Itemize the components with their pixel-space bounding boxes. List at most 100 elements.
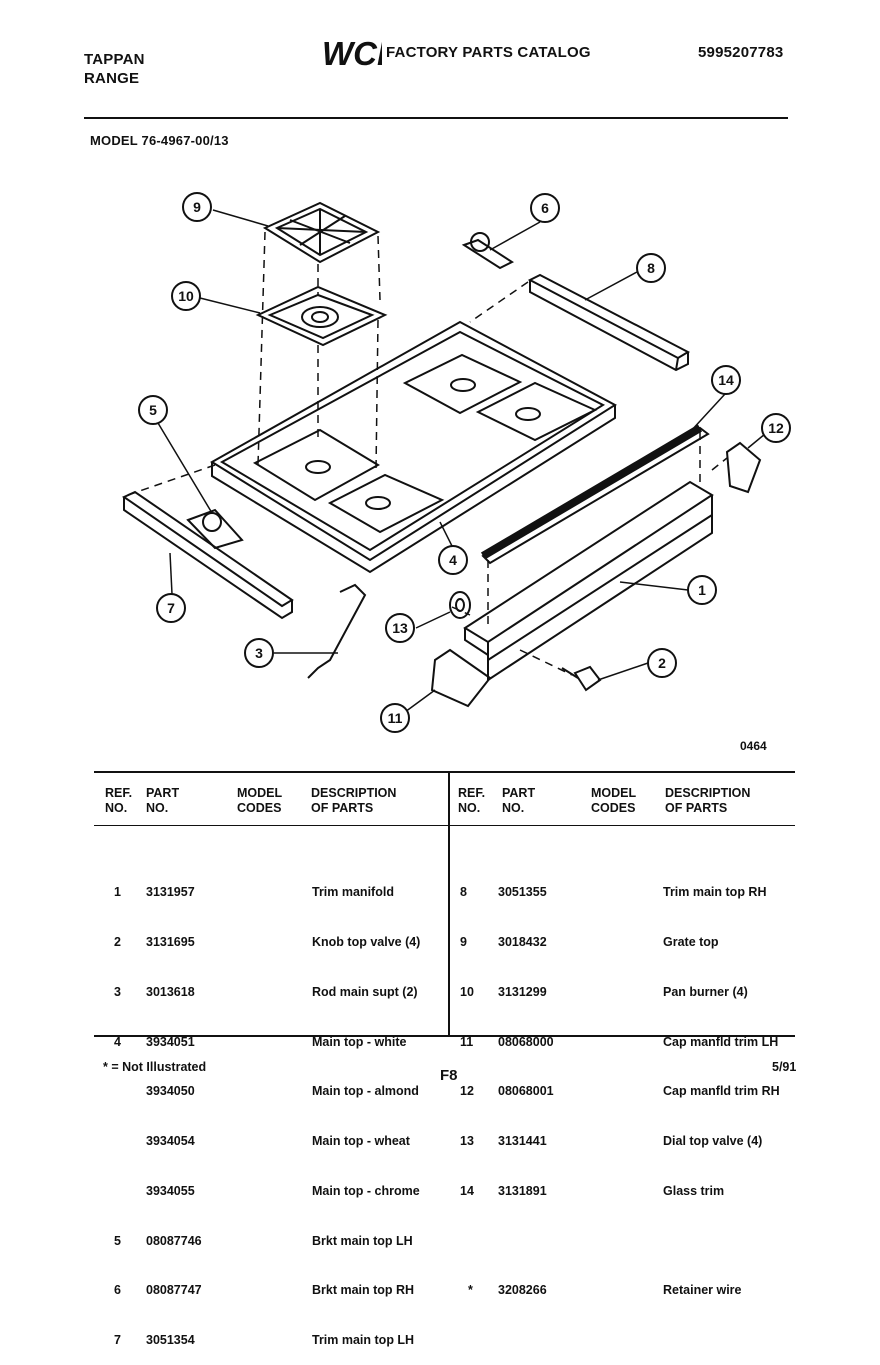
logo-text: WCI — [322, 36, 382, 70]
part-number: 3934054 — [146, 1134, 195, 1149]
bracket-main-top-rh-part — [461, 232, 515, 270]
table-header-rule — [94, 825, 795, 826]
right-description-column: Trim main top RH Grate top Pan burner (4… — [663, 851, 780, 1316]
part-number: 3131891 — [498, 1183, 547, 1198]
revision-date: 5/91 — [772, 1060, 797, 1074]
table-row: 2 — [114, 934, 121, 949]
part-number: 3051355 — [498, 885, 547, 900]
svg-text:12: 12 — [768, 420, 784, 436]
part-number: 08087746 — [146, 1233, 202, 1248]
not-illustrated-note: * = Not Illustrated — [103, 1060, 207, 1074]
callout-8 — [636, 253, 666, 283]
trim-main-top-rh-part — [527, 273, 691, 372]
table-top-rule — [94, 771, 795, 773]
svg-text:7: 7 — [167, 600, 175, 616]
left-description-column: Trim manifold Knob top valve (4) Rod mai… — [312, 851, 420, 1365]
part-description: Main top - wheat — [312, 1134, 410, 1149]
page-number: F8 — [440, 1067, 458, 1084]
dial-top-valve-part — [449, 591, 471, 619]
part-number: 08087747 — [146, 1283, 202, 1298]
header-ref-no: REF. NO. — [105, 786, 133, 815]
callout-2 — [647, 648, 677, 678]
figure-code: 0464 — [740, 739, 767, 753]
grate-top-part — [262, 201, 381, 264]
trim-main-top-lh-part — [121, 490, 294, 620]
table-row: 5 — [114, 1233, 121, 1248]
part-description: Trim manifold — [312, 885, 394, 900]
callout-13 — [385, 613, 415, 643]
part-description: Pan burner (4) — [663, 984, 748, 999]
trim-manifold-part — [463, 480, 714, 682]
header-description-right: DESCRIPTION OF PARTS — [665, 786, 751, 815]
table-row: 13 — [460, 1134, 474, 1149]
header-ref-no-right: REF. NO. — [458, 786, 486, 815]
part-description: Rod main supt (2) — [312, 984, 418, 999]
part-number: 3934051 — [146, 1034, 195, 1049]
part-description: Brkt main top RH — [312, 1283, 415, 1298]
cap-manifold-trim-rh-part — [725, 441, 762, 494]
catalog-title: FACTORY PARTS CATALOG — [386, 44, 591, 61]
table-row: * — [468, 1283, 473, 1298]
bracket-main-top-lh-part — [186, 508, 244, 550]
left-part-column: 3131957 3131695 3013618 3934051 3934050 … — [146, 851, 202, 1365]
callout-14 — [711, 365, 741, 395]
part-number: 3131695 — [146, 934, 195, 949]
part-description: Main top - chrome — [312, 1183, 420, 1198]
svg-text:9: 9 — [193, 199, 201, 215]
table-row: 1 — [114, 885, 121, 900]
part-number: 3013618 — [146, 984, 195, 999]
header-rule — [84, 117, 788, 119]
part-description: Main top - almond — [312, 1084, 419, 1099]
part-description: Grate top — [663, 934, 719, 949]
header-model-codes-right: MODEL CODES — [591, 786, 637, 815]
part-number: 3934055 — [146, 1183, 195, 1198]
header-part-no-right: PART NO. — [502, 786, 536, 815]
brand-block: TAPPAN RANGE — [84, 50, 145, 88]
table-row: 9 — [460, 934, 467, 949]
table-row — [114, 1133, 121, 1150]
svg-text:6: 6 — [541, 200, 549, 216]
svg-text:3: 3 — [255, 645, 263, 661]
knob-top-valve-part — [561, 665, 602, 692]
rod-main-support-part — [307, 583, 367, 679]
right-part-column: 3051355 3018432 3131299 08068000 0806800… — [498, 851, 554, 1316]
part-description: Trim main top LH — [312, 1333, 415, 1348]
part-number: 3934050 — [146, 1084, 195, 1099]
part-description: Glass trim — [663, 1183, 725, 1198]
cap-manifold-trim-lh-part — [430, 648, 492, 708]
callout-10 — [171, 281, 201, 311]
wci-logo: WCI — [320, 35, 387, 72]
table-row: 7 — [114, 1333, 121, 1348]
table-row: 10 — [460, 984, 474, 999]
part-description: Main top - white — [312, 1034, 407, 1049]
callout-12 — [761, 413, 791, 443]
svg-text:13: 13 — [392, 620, 408, 636]
right-ref-column: 8 9 10 11 12 13 14 * — [460, 851, 474, 1316]
part-number: 08068001 — [498, 1084, 554, 1099]
table-row — [114, 1083, 121, 1100]
table-row: 6 — [114, 1283, 121, 1298]
pan-burner-part — [255, 285, 388, 347]
table-row: 14 — [460, 1183, 474, 1198]
part-number — [498, 1233, 554, 1250]
exploded-parts-diagram: 9 6 10 8 14 12 5 4 7 1 13 3 2 11 0464 — [121, 192, 791, 753]
callout-11 — [380, 703, 410, 733]
part-number: 3131299 — [498, 984, 547, 999]
table-row: 8 — [460, 885, 467, 900]
table-row: 11 — [460, 1034, 474, 1049]
part-number: 3208266 — [498, 1283, 547, 1298]
callout-7 — [156, 593, 186, 623]
part-description: Cap manfld trim LH — [663, 1034, 779, 1049]
header-description: DESCRIPTION OF PARTS — [311, 786, 397, 815]
callout-4 — [438, 545, 468, 575]
part-description: Retainer wire — [663, 1283, 742, 1298]
svg-text:2: 2 — [658, 655, 666, 671]
part-number: 3018432 — [498, 934, 547, 949]
table-row: 4 — [114, 1034, 121, 1049]
header-model-codes: MODEL CODES — [237, 786, 283, 815]
catalog-number: 5995207783 — [698, 44, 784, 61]
svg-text:5: 5 — [149, 402, 157, 418]
svg-text:14: 14 — [718, 372, 734, 388]
table-row: 3 — [114, 984, 121, 999]
part-number: 08068000 — [498, 1034, 554, 1049]
